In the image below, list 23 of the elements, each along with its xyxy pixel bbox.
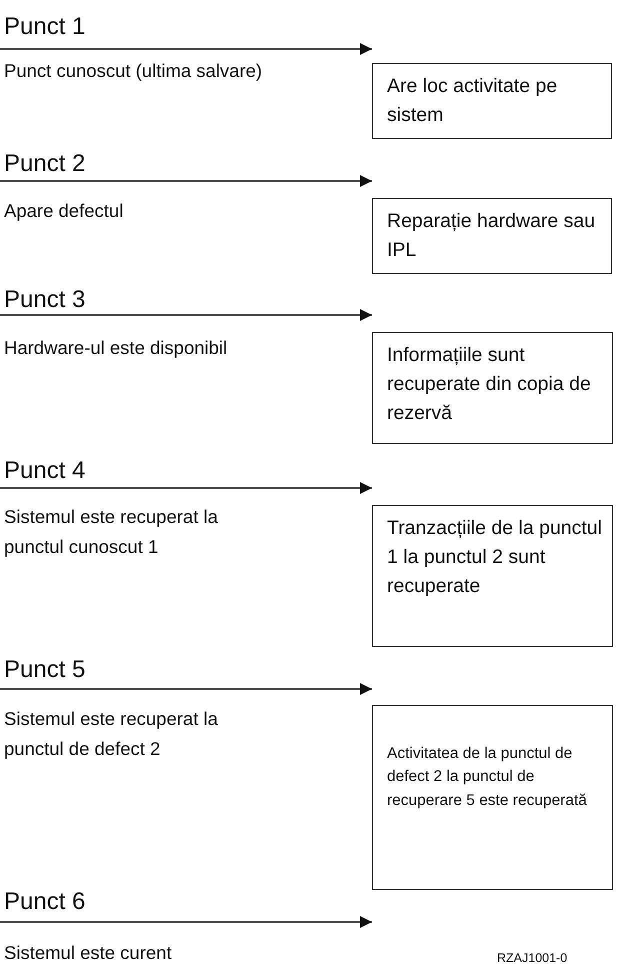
point-heading: Punct 6	[4, 887, 86, 917]
point-description: Sistemul este curent	[4, 941, 172, 965]
point-description: Sistemul este recuperat la punctul de defect 2	[4, 707, 219, 761]
step-text: Informațiile sunt recuperate din copia de rezervă	[387, 343, 592, 426]
point-description: Apare defectul	[4, 199, 124, 223]
point-description: Sistemul este recuperat la punctul cunoscut 1	[4, 505, 219, 559]
point-heading: Punct 2	[4, 149, 86, 179]
step-text: Reparație hardware sau IPL	[387, 209, 596, 263]
step-text: Activitatea de la punctul de defect 2 la punctul de recuperare 5 este recuperată	[387, 744, 588, 810]
step-box	[372, 705, 613, 890]
point-heading: Punct 5	[4, 655, 86, 685]
step-box	[372, 505, 613, 647]
point-heading: Punct 3	[4, 285, 86, 315]
step-text: Tranzacțiile de la punctul 1 la punctul 2 sunt recuperate	[387, 516, 603, 599]
point-heading: Punct 1	[4, 12, 86, 42]
point-description: Hardware-ul este disponibil	[4, 336, 228, 360]
step-box	[372, 332, 613, 444]
point-heading: Punct 4	[4, 456, 86, 486]
figure-id: RZAJ1001-0	[497, 950, 568, 966]
step-box	[372, 63, 612, 139]
step-box	[372, 198, 612, 274]
step-text: Are loc activitate pe sistem	[387, 74, 558, 128]
point-description: Punct cunoscut (ultima salvare)	[4, 59, 262, 83]
